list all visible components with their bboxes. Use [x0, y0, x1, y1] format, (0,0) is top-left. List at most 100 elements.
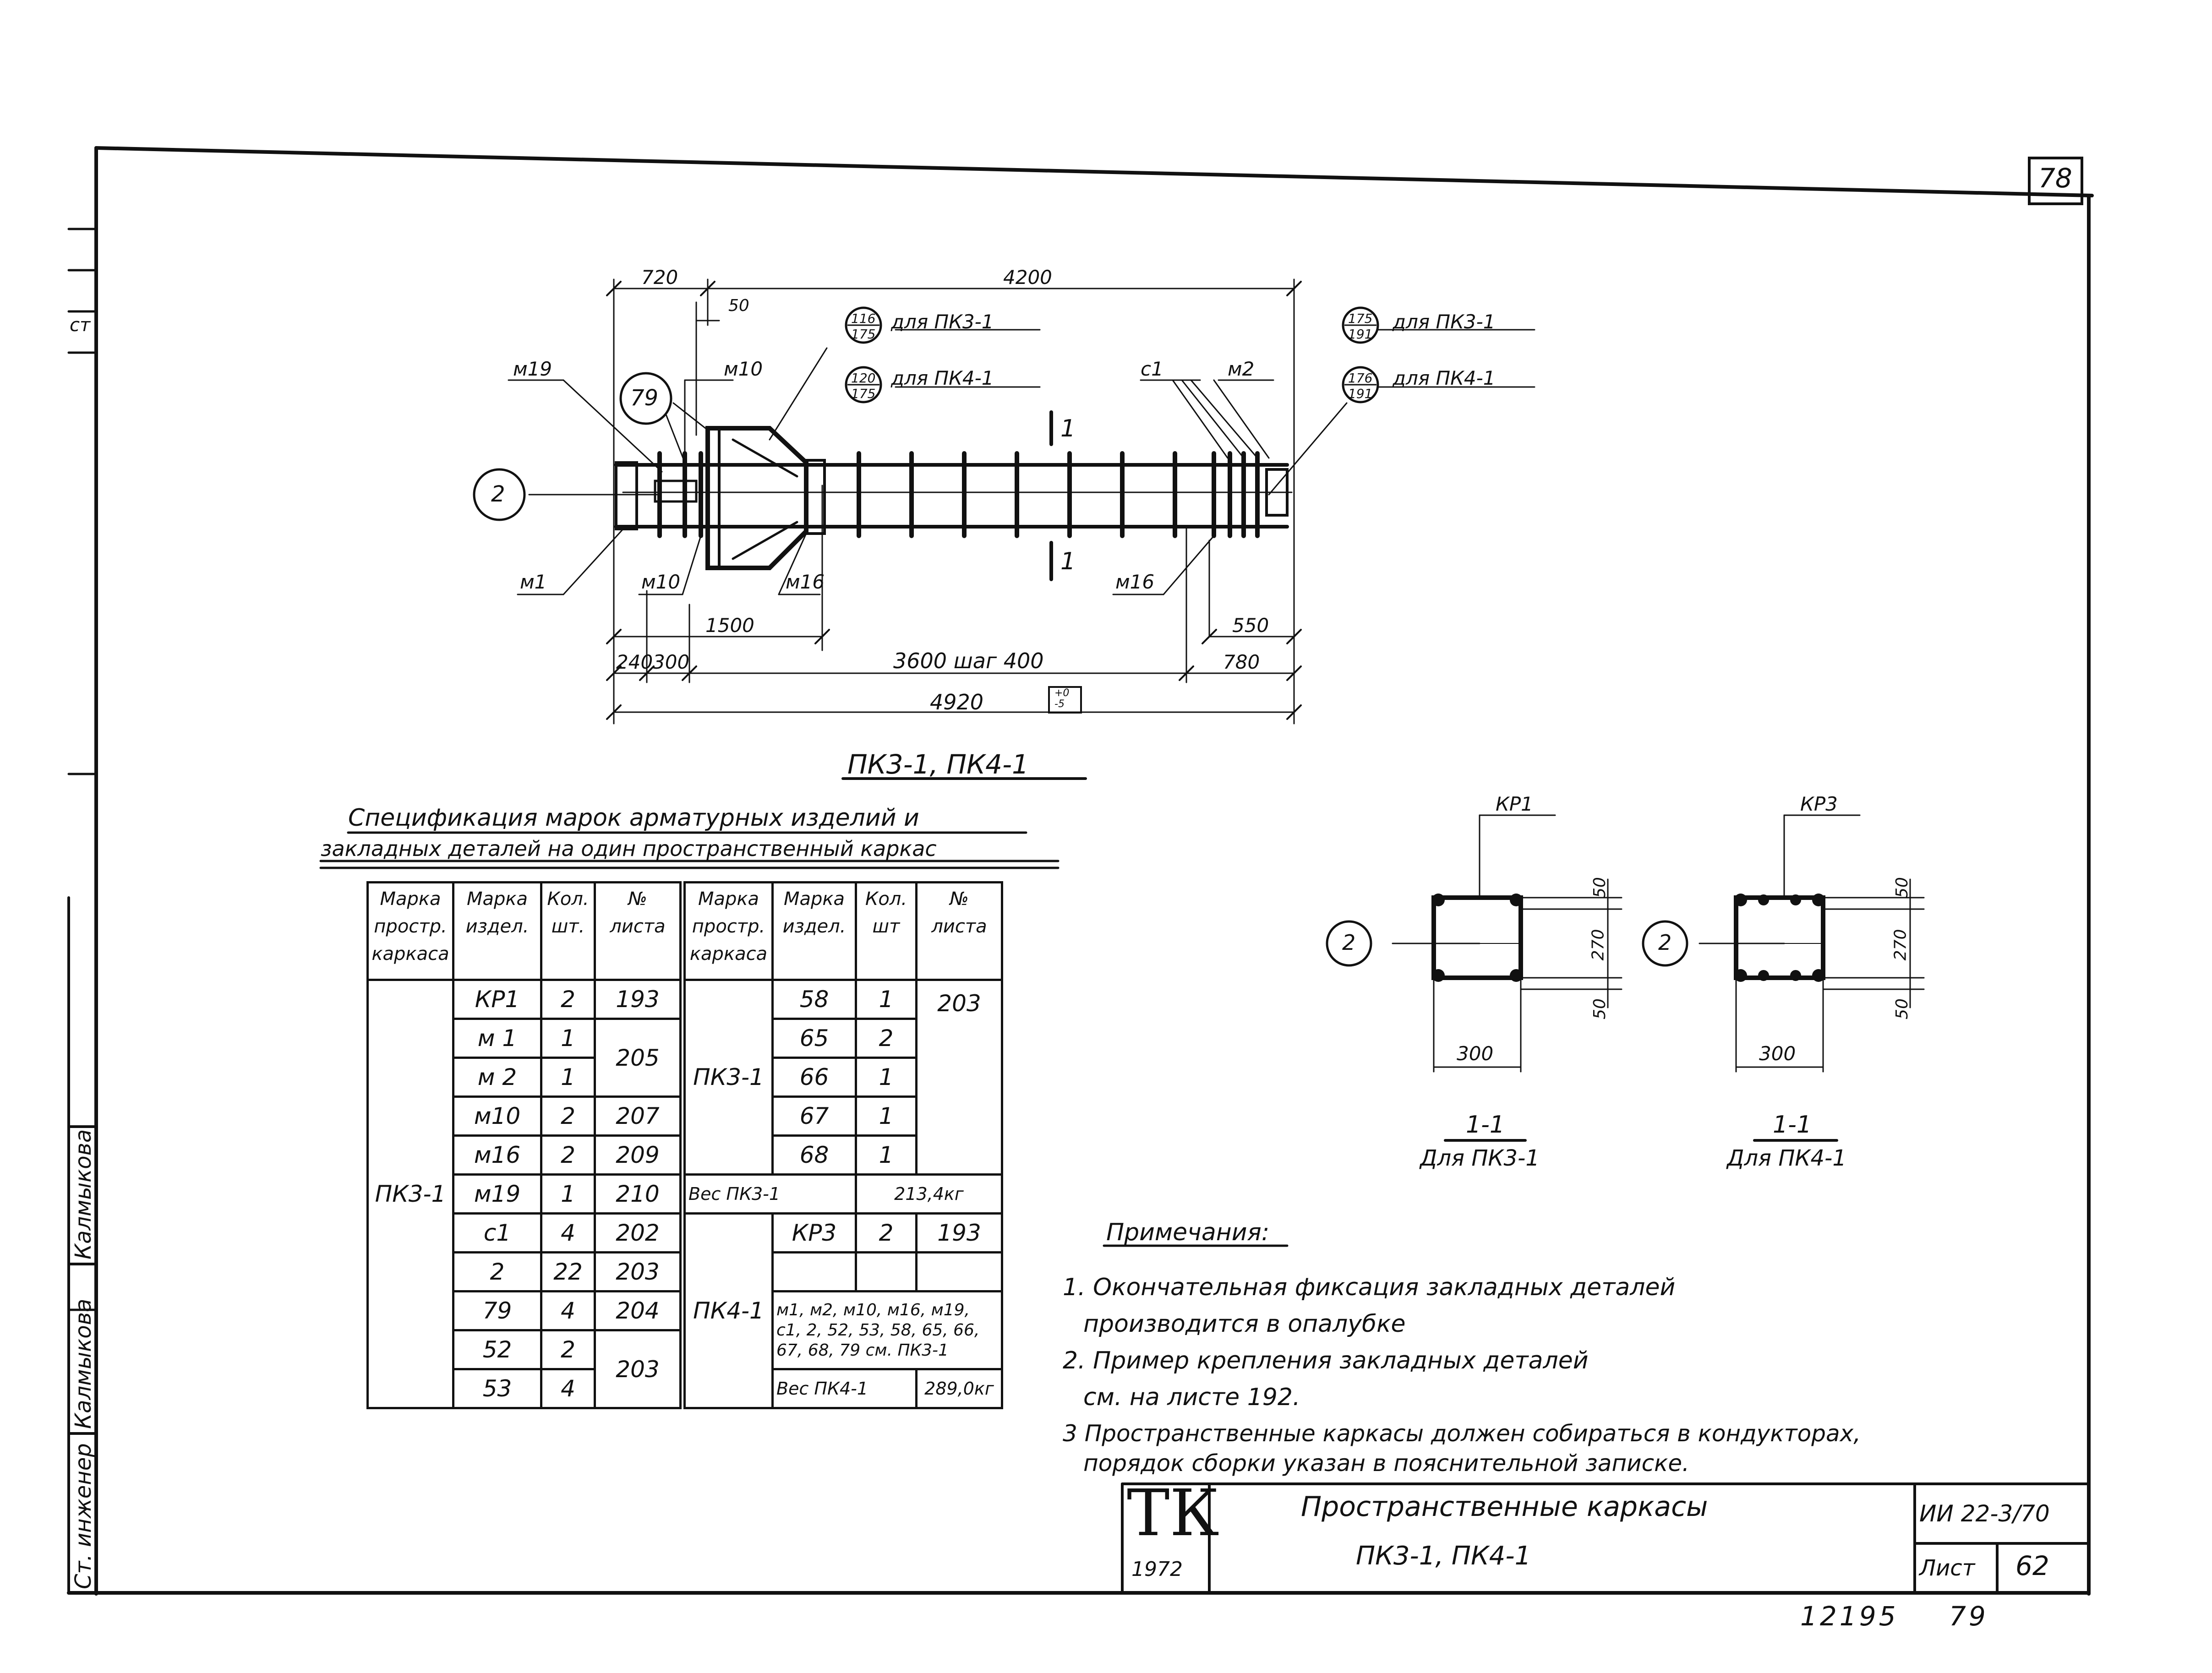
table-cell: с1 [452, 1212, 542, 1253]
section-b-dim50b: 50 [1892, 998, 1912, 1019]
table-cell: 2 [540, 1134, 596, 1176]
spec-header: Марка издел. [771, 881, 857, 981]
table-cell: м 1 [452, 1018, 542, 1059]
table-cell: 2 [540, 1095, 596, 1137]
bubble-79: 79 [630, 385, 659, 411]
table-cell: 67 [771, 1095, 857, 1137]
table-cell: 22 [540, 1251, 596, 1292]
spec-header: № листа [915, 881, 1003, 981]
section-b-dim50a: 50 [1892, 877, 1912, 898]
dim-780: 780 [1223, 651, 1260, 673]
table-cell: 207 [594, 1095, 684, 1137]
spec-right-frame-b: ПК4-1 [679, 1212, 774, 1409]
section-a-bubble: 2 [1342, 930, 1356, 955]
table-cell [771, 1251, 857, 1292]
table-cell: 2 [855, 1018, 918, 1059]
spec-header: № листа [594, 881, 684, 981]
dim-4200: 4200 [1003, 266, 1052, 289]
spec-header: Кол. шт [855, 881, 918, 981]
callout-right-b-num: 176 [1348, 371, 1373, 386]
side-strip-fragment: ст [70, 315, 91, 336]
table-cell: 68 [771, 1134, 857, 1176]
dim-tolerance: +0 -5 [1054, 687, 1070, 710]
table-cell: м19 [452, 1173, 542, 1215]
table-cell: 204 [594, 1290, 684, 1331]
spec-header: Марка простр. каркаса [679, 881, 774, 981]
dim-4920: 4920 [930, 690, 984, 714]
table-cell: 4 [540, 1290, 596, 1331]
spec-weight-a-label: Вес ПК3-1 [679, 1173, 857, 1215]
table-cell: 4 [540, 1212, 596, 1253]
table-cell: 1 [855, 1134, 918, 1176]
table-cell: 2 [855, 1212, 918, 1253]
label-m10-bottom: м10 [641, 571, 681, 593]
callout-left-a-text: для ПК3-1 [891, 311, 994, 333]
note-line: производится в опалубке [1083, 1310, 1406, 1338]
table-cell: 2 [540, 1329, 596, 1370]
section-a-dim50a: 50 [1590, 877, 1609, 898]
label-c1: с1 [1141, 358, 1163, 380]
table-cell: 2 [452, 1251, 542, 1292]
side-strip-signature: Калмыкова [71, 1298, 96, 1429]
table-cell [855, 1251, 918, 1292]
side-strip-name: Калмыкова [71, 1129, 96, 1259]
table-cell: 202 [594, 1212, 684, 1253]
callout-left-a-num: 116 [851, 311, 876, 326]
table-cell: КР1 [452, 979, 542, 1020]
table-cell: 79 [452, 1290, 542, 1331]
sheet-corner-number: 78 [2038, 163, 2072, 194]
dim-1500: 1500 [705, 614, 754, 637]
table-cell: 52 [452, 1329, 542, 1370]
callout-right-a-den: 191 [1348, 327, 1373, 342]
notes-title: Примечания: [1106, 1219, 1270, 1246]
spec-header: Марка издел. [452, 881, 542, 981]
label-m16-right: м16 [1115, 571, 1155, 593]
section-a-mark: КР1 [1496, 793, 1533, 815]
section-b-dim270: 270 [1891, 929, 1910, 961]
callout-left-b-text: для ПК4-1 [891, 367, 994, 389]
table-cell: 53 [452, 1368, 542, 1409]
stamp-year: 1972 [1131, 1558, 1183, 1581]
callout-left-b-den: 175 [851, 386, 876, 401]
table-cell [915, 1251, 1003, 1292]
spec-weight-b-value: 289,0кг [915, 1368, 1003, 1409]
spec-right-list-b: м1, м2, м10, м16, м19, с1, 2, 52, 53, 58… [771, 1290, 1003, 1370]
table-cell: 193 [594, 979, 684, 1020]
spec-header: Кол. шт. [540, 881, 596, 981]
section-a-dim300: 300 [1457, 1042, 1494, 1065]
section-b-label: 1-1 [1773, 1111, 1812, 1139]
table-cell: 66 [771, 1057, 857, 1098]
table-cell: 209 [594, 1134, 684, 1176]
note-line: 1. Окончательная фиксация закладных дета… [1063, 1274, 1676, 1301]
page-number: 79 [1949, 1601, 1988, 1632]
sheet-label: Лист [1919, 1555, 1975, 1581]
stamp-title-line2: ПК3-1, ПК4-1 [1356, 1541, 1531, 1571]
table-cell: м10 [452, 1095, 542, 1137]
stamp-logo: ТК [1127, 1476, 1219, 1551]
spec-left-frame: ПК3-1 [366, 979, 454, 1409]
label-m16-left: м16 [786, 571, 825, 593]
table-cell: 203 [594, 1329, 684, 1409]
note-line: порядок сборки указан в пояснительной за… [1083, 1450, 1689, 1477]
dim-50: 50 [728, 296, 749, 315]
note-line: 2. Пример крепления закладных деталей [1063, 1347, 1589, 1374]
label-m19: м19 [513, 358, 552, 380]
section-b-caption: Для ПК4-1 [1727, 1145, 1846, 1171]
dim-550: 550 [1232, 614, 1269, 637]
table-cell: 65 [771, 1018, 857, 1059]
table-cell: 1 [540, 1057, 596, 1098]
table-cell: 193 [915, 1212, 1003, 1253]
spec-right-sheet-a: 203 [915, 979, 1003, 1176]
table-cell: 1 [855, 1095, 918, 1137]
stamp-title-line1: Пространственные каркасы [1301, 1491, 1708, 1523]
spec-weight-a-value: 213,4кг [855, 1173, 1003, 1215]
dim-720: 720 [641, 266, 678, 289]
section-a-dim270: 270 [1589, 929, 1608, 961]
sheet-code: ИИ 22-3/70 [1919, 1500, 2050, 1527]
table-cell: 205 [594, 1018, 684, 1098]
table-cell: 58 [771, 979, 857, 1020]
table-cell: 1 [855, 1057, 918, 1098]
table-cell: 2 [540, 979, 596, 1020]
spec-right-frame-a: ПК3-1 [679, 979, 774, 1176]
